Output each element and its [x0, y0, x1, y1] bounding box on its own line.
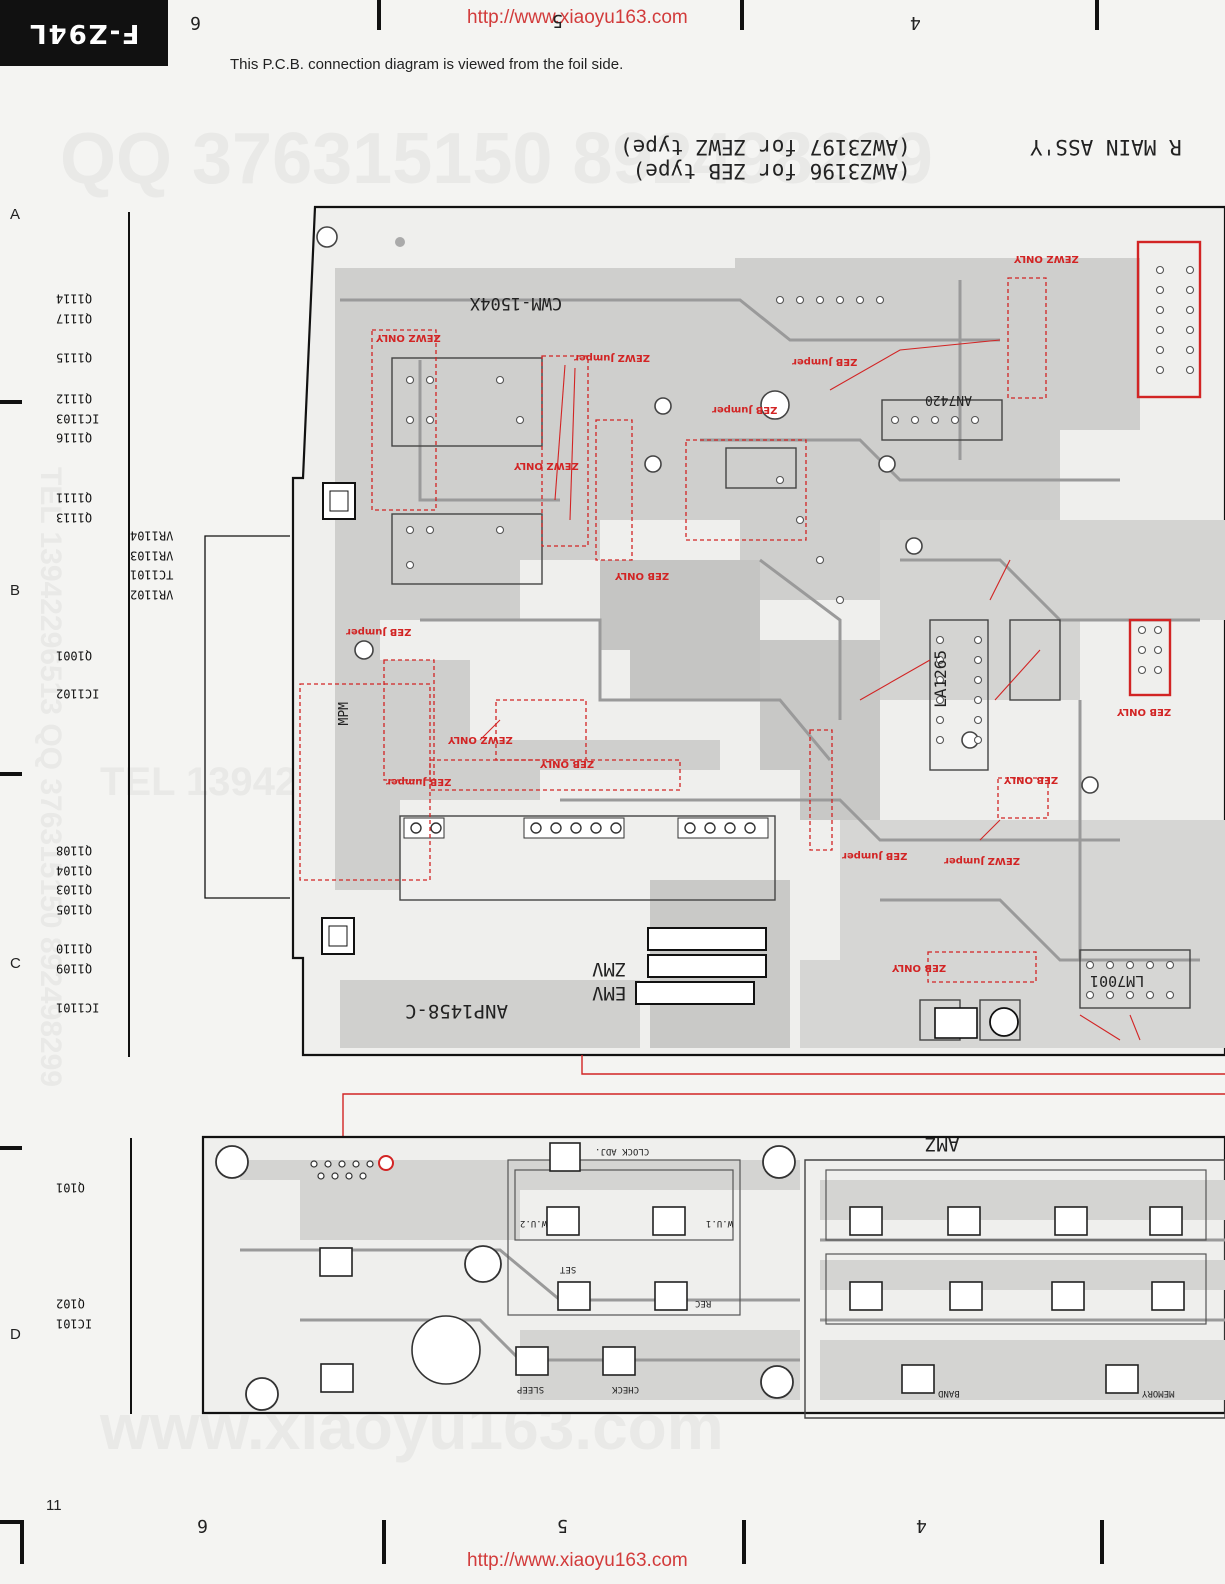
note-zewz-only-2: ZEWZ ONLY: [376, 332, 441, 343]
emv-label: EMV: [592, 982, 627, 1004]
note-zeb-only-5: ZEB ONLY: [892, 962, 947, 973]
row-tick: [0, 400, 22, 404]
corner-mark: [0, 1520, 22, 1524]
model-tab: F-Z94L: [0, 0, 168, 66]
switch-label-memory: MEMORY: [1142, 1388, 1175, 1398]
note-zeb-jumper-5: ZEB Jumper: [792, 356, 858, 367]
switch-label-check: CHECK: [612, 1384, 640, 1394]
note-zeb-jumper-3: ZEB Jumper: [842, 850, 908, 861]
switch-label-clock-adj: CLOCK ADJ.: [595, 1146, 650, 1156]
switch-label-band: BAND: [938, 1388, 960, 1398]
footer-tick: [382, 1520, 386, 1564]
column-tick: [740, 0, 744, 30]
side-bracket-lower: [130, 1138, 132, 1414]
switch-label-wu1: W.U.1: [706, 1218, 734, 1228]
footer-column-5: 5: [557, 1515, 568, 1536]
switch-label-set: SET: [560, 1264, 577, 1274]
board-ref-bottom: ANP1458-C: [405, 1000, 508, 1022]
footer-column-6: 6: [197, 1515, 208, 1536]
side-bracket-upper: [128, 212, 130, 1057]
note-zeb-jumper-1: ZEB Jumper: [346, 626, 412, 637]
row-marker-b: B: [10, 582, 21, 599]
amz-label: AMZ: [925, 1133, 960, 1155]
note-zewz-jumper-1: ZEWZ Jumper: [574, 352, 650, 363]
switch-label-sleep: SLEEP: [517, 1384, 545, 1394]
board-ref-top: CWM-1504X: [470, 293, 563, 313]
footer-column-4: 4: [916, 1515, 927, 1536]
ic-label-mpm: MPM: [337, 702, 352, 726]
switch-label-rec: REC: [695, 1298, 712, 1308]
page-number: 11: [46, 1497, 62, 1514]
note-zeb-only-4: ZEB ONLY: [1004, 774, 1059, 785]
ic-label-lm7001: LM7001: [1090, 972, 1145, 990]
note-zewz-only-1: ZEWZ ONLY: [1014, 253, 1079, 264]
column-tick: [377, 0, 381, 30]
watermark-top: QQ 376315150 892498299: [60, 119, 933, 199]
note-zeb-jumper-2: ZEB Jumper: [712, 404, 778, 415]
view-note: This P.C.B. connection diagram is viewed…: [230, 56, 624, 73]
note-zeb-only-2: ZEB ONLY: [1117, 706, 1172, 717]
footer-url[interactable]: http://www.xiaoyu163.com: [467, 1550, 688, 1571]
row-marker-d: D: [10, 1326, 21, 1343]
note-zewz-only-4: ZEWZ ONLY: [448, 734, 513, 745]
note-zeb-only-3: ZEB ONLY: [540, 758, 595, 769]
column-tick: [1095, 0, 1099, 30]
note-zewz-only-3: ZEWZ ONLY: [514, 460, 579, 471]
row-tick: [0, 1146, 22, 1150]
footer-tick: [742, 1520, 746, 1564]
corner-mark: [20, 1520, 24, 1564]
note-zewz-jumper-2: ZEWZ Jumper: [944, 855, 1020, 866]
header-url[interactable]: http://www.xiaoyu163.com: [467, 7, 688, 28]
row-marker-c: C: [10, 955, 21, 972]
footer-tick: [1100, 1520, 1104, 1564]
row-marker-a: A: [10, 206, 21, 223]
ic-label-la1265: LA1265: [931, 650, 950, 708]
note-zeb-jumper-4: ZEB Jumper: [386, 776, 452, 787]
switch-label-wu2: W.U.2: [520, 1218, 548, 1228]
ic-label-an7420: AN7420: [925, 392, 972, 407]
zmv-label: ZMV: [592, 958, 627, 980]
row-tick: [0, 772, 22, 776]
note-zeb-only-1: ZEB ONLY: [615, 570, 670, 581]
